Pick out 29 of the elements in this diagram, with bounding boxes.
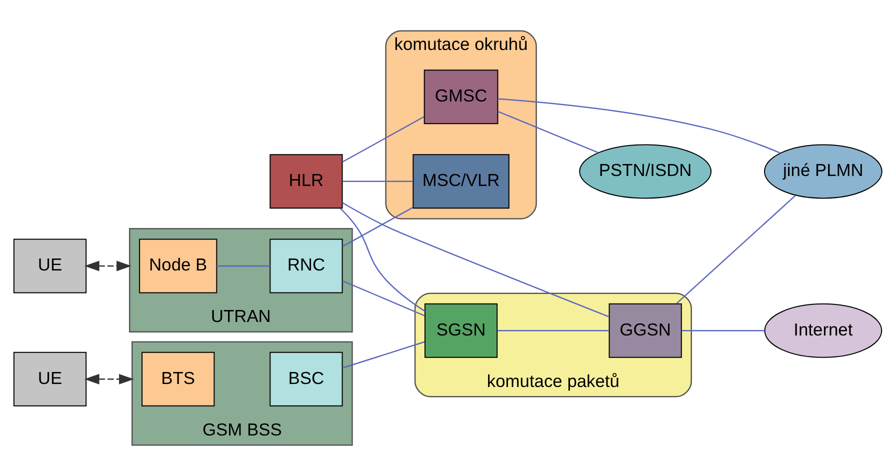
node-box: MSC/VLR [412,154,510,209]
connector [342,206,414,248]
connector [216,265,270,267]
connector [342,180,413,182]
node-ellipse: PSTN/ISDN [579,144,712,199]
node-box: HLR [270,154,343,209]
connector [682,330,764,332]
node-box: RNC [270,238,343,294]
connector [498,110,599,154]
connector [342,280,425,316]
arrow [84,260,132,272]
node-box: GMSC [424,70,498,124]
node-box: BTS [142,352,215,406]
connector [342,116,424,163]
connector [340,208,426,312]
connector [342,202,610,318]
node-box: UE [13,238,87,294]
connector [676,195,796,304]
arrow [84,374,134,384]
connector [342,341,425,369]
node-box: SGSN [424,303,498,358]
connector [498,98,781,154]
node-box: GGSN [608,303,682,358]
node-box: UE [13,352,87,406]
node-ellipse: jiné PLMN [764,144,882,199]
connector [497,330,610,332]
node-box: BSC [270,352,343,406]
node-ellipse: Internet [764,303,882,358]
node-box: Node B [139,238,218,294]
